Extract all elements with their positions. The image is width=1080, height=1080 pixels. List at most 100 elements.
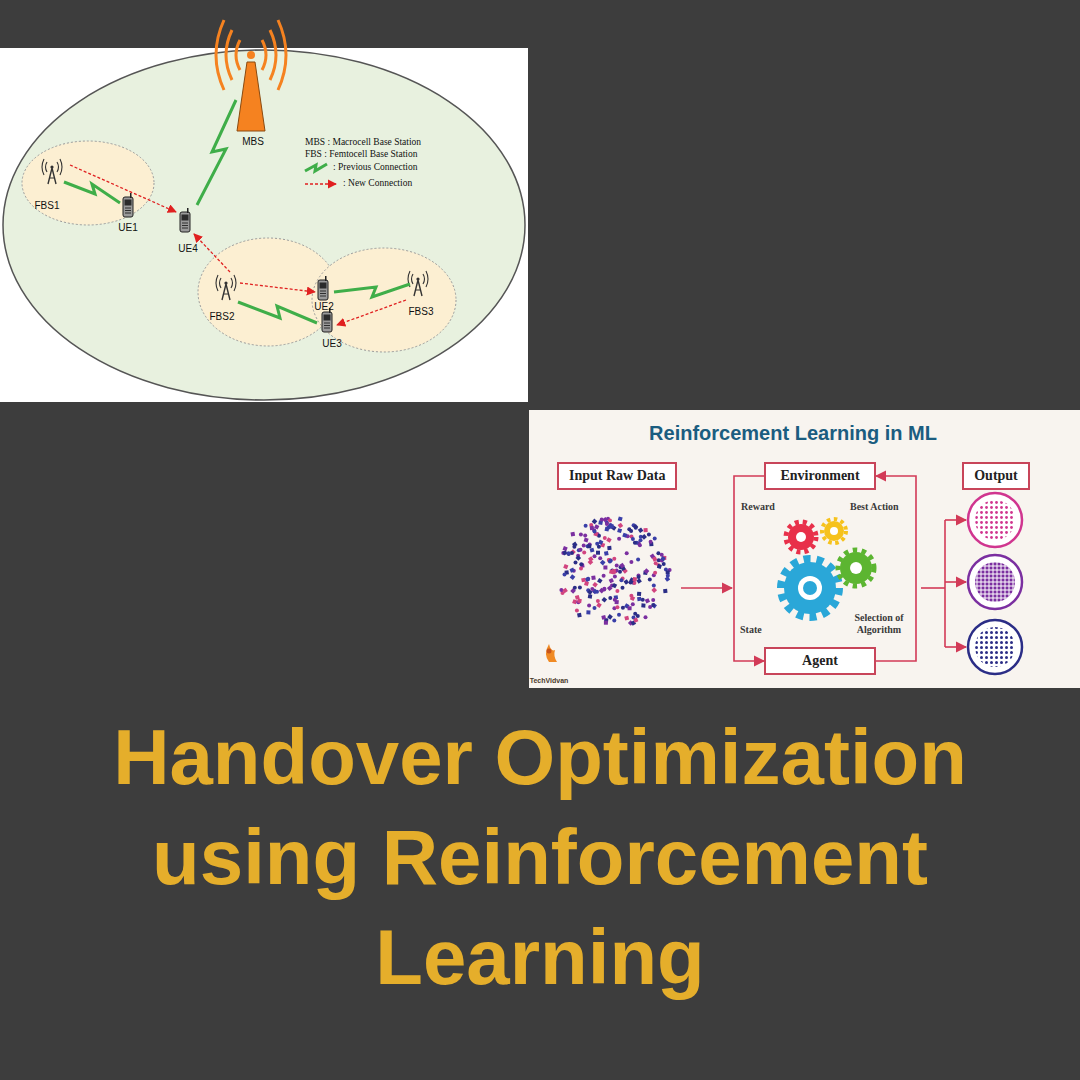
data-point [598, 540, 603, 545]
data-point [651, 598, 655, 602]
data-point [645, 598, 650, 603]
data-point [563, 564, 568, 569]
data-point [575, 555, 581, 561]
data-point [562, 588, 568, 594]
data-point [628, 606, 632, 610]
data-point [622, 533, 627, 538]
data-point [592, 582, 598, 588]
device-label: UE3 [322, 338, 341, 350]
data-point [608, 518, 612, 522]
data-point [651, 587, 657, 593]
data-point [625, 551, 629, 555]
data-point [612, 569, 616, 573]
data-point [579, 548, 583, 552]
data-point [638, 528, 644, 534]
data-point [596, 551, 600, 555]
data-point [579, 562, 583, 566]
data-point [641, 534, 647, 540]
legend-entry: : Previous Connection [333, 162, 417, 173]
data-point [633, 541, 637, 545]
data-point [567, 552, 571, 556]
data-point [600, 518, 604, 522]
data-point [651, 603, 657, 609]
data-point [579, 567, 583, 571]
data-point [597, 545, 601, 549]
data-point [595, 590, 599, 594]
data-point [609, 524, 614, 529]
device-label: UE1 [118, 222, 137, 234]
data-point [631, 602, 635, 606]
device-label: UE2 [314, 301, 333, 313]
device-label: UE4 [178, 243, 197, 255]
data-point [609, 559, 613, 563]
data-point [637, 575, 641, 579]
data-point [619, 563, 625, 569]
data-point [648, 578, 652, 582]
data-point [586, 577, 590, 581]
process-box: Input Raw Data [557, 462, 677, 490]
data-point [660, 553, 664, 557]
data-point [647, 533, 651, 537]
flow-label: Selection of Algorithm [846, 612, 912, 636]
data-point [629, 560, 633, 564]
process-box: Agent [764, 647, 876, 675]
station-label: FBS3 [408, 306, 433, 318]
data-point [615, 589, 619, 593]
box-label: Environment [776, 468, 864, 484]
data-point [605, 522, 609, 526]
data-point [652, 584, 656, 588]
data-point [617, 528, 622, 533]
data-point [608, 559, 612, 563]
data-point [617, 613, 621, 617]
legend-text: : New Connection [343, 178, 412, 188]
data-point [643, 528, 647, 532]
data-point [601, 597, 607, 603]
data-point [573, 586, 577, 590]
data-point [652, 556, 657, 561]
legend-entry: : New Connection [343, 178, 412, 189]
box-label: Agent [776, 653, 864, 669]
process-box: Output [962, 462, 1030, 490]
data-point [593, 554, 597, 558]
data-point [619, 578, 623, 582]
page-title: Handover Optimization using Reinforcemen… [60, 707, 1020, 1007]
data-point [621, 586, 625, 590]
data-point [644, 568, 650, 574]
data-point [613, 575, 617, 579]
data-point [601, 615, 606, 620]
data-point [577, 613, 582, 618]
data-point [607, 546, 611, 550]
box-label: Output [974, 468, 1018, 484]
legend-entry: MBS : Macrocell Base Station [305, 137, 421, 148]
data-point [599, 588, 605, 594]
data-point [590, 548, 595, 553]
data-point [592, 519, 598, 525]
data-point [583, 534, 587, 538]
data-point [575, 595, 580, 600]
data-point [636, 614, 640, 618]
data-point [641, 603, 645, 607]
diagram-panel: Reinforcement Learning in ML Input Raw Da… [529, 410, 1080, 688]
data-point [590, 587, 594, 591]
data-point [629, 594, 633, 598]
data-point [612, 557, 616, 561]
data-point [591, 575, 596, 580]
data-point [608, 596, 612, 600]
edge-label: Reward [741, 501, 775, 513]
data-point [578, 585, 582, 589]
data-point [570, 549, 576, 555]
data-point [593, 530, 597, 534]
data-point [575, 608, 579, 612]
data-point [563, 572, 567, 576]
data-point [618, 523, 624, 529]
data-point [636, 578, 642, 584]
data-point [588, 559, 594, 565]
data-point [584, 524, 588, 528]
data-point [612, 583, 617, 588]
data-point [653, 537, 657, 541]
data-point [662, 562, 666, 566]
data-point [584, 537, 589, 542]
data-point [588, 594, 593, 599]
panel-heading: Reinforcement Learning in ML [529, 421, 1057, 445]
data-point [607, 614, 613, 620]
